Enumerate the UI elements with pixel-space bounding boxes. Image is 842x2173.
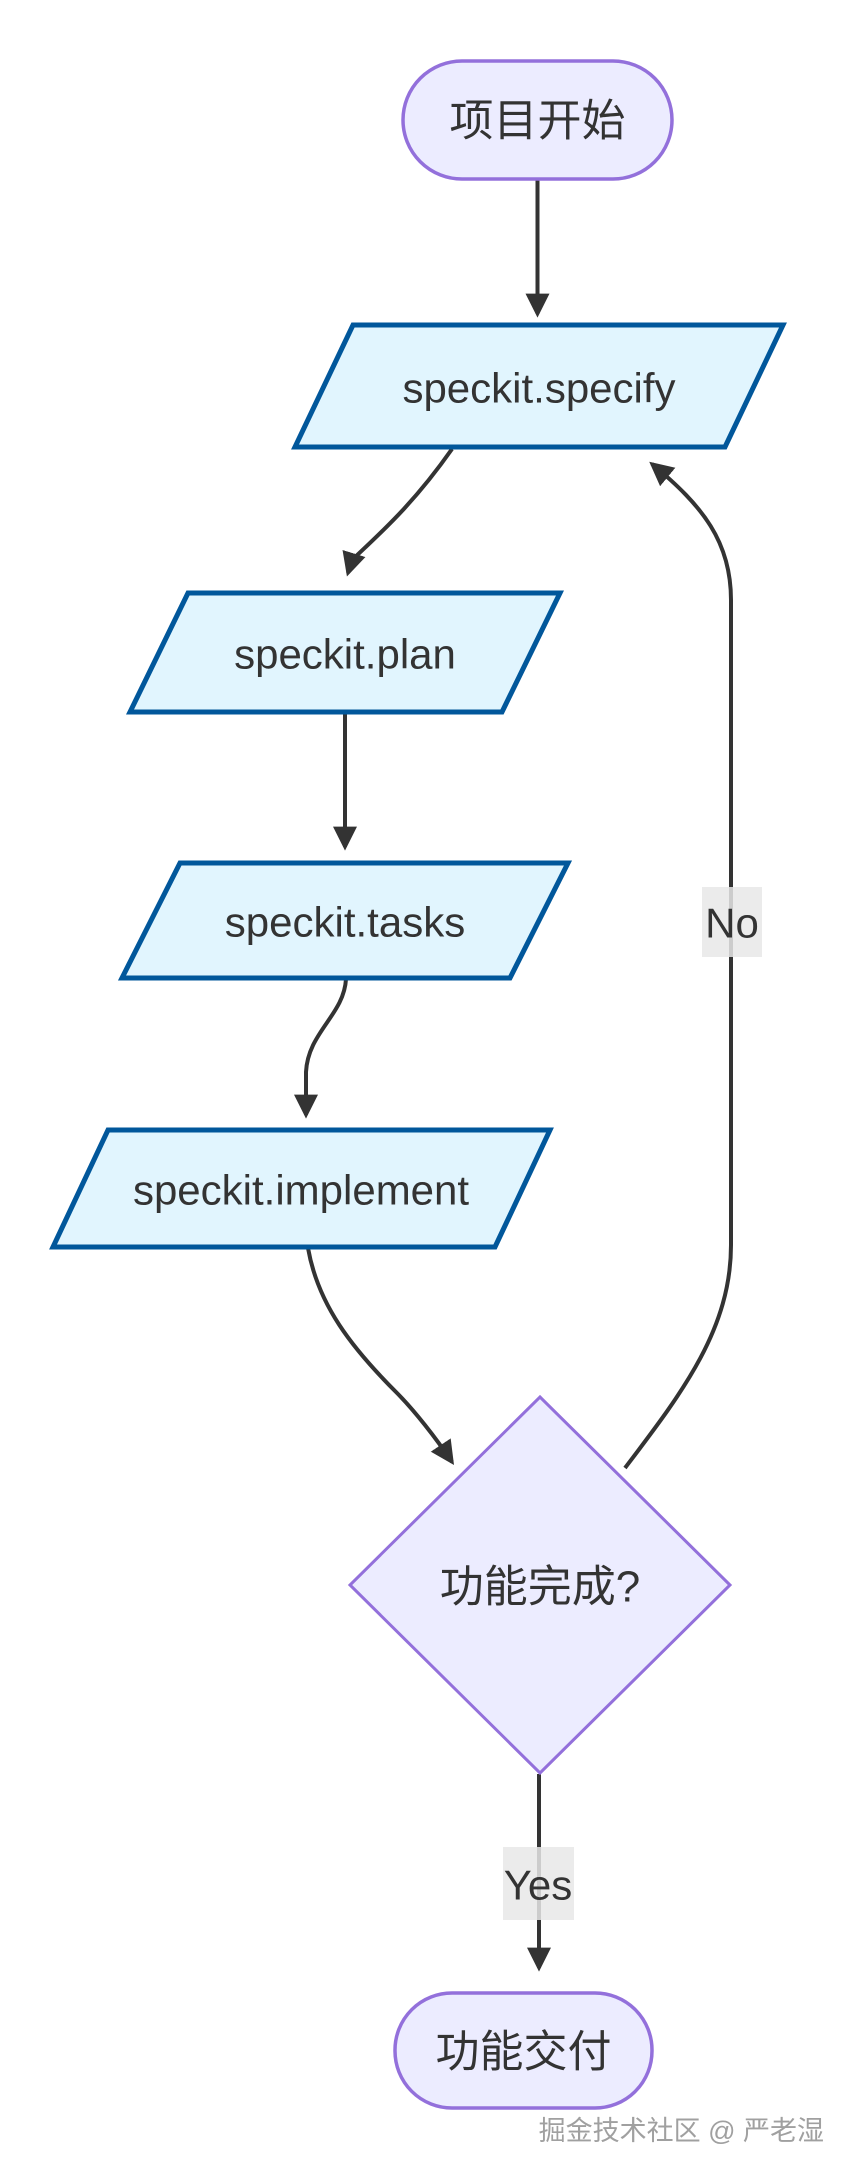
node-implement-label: speckit.implement <box>133 1167 469 1214</box>
edge-label-yes: Yes <box>503 1847 574 1920</box>
node-specify-label: speckit.specify <box>402 365 675 412</box>
node-tasks: speckit.tasks <box>117 860 573 981</box>
node-implement-shape <box>49 1127 554 1250</box>
node-implement: speckit.implement <box>49 1127 554 1250</box>
node-plan: speckit.plan <box>126 590 564 715</box>
node-start-label: 项目开始 <box>450 97 626 146</box>
node-tasks-shape <box>117 860 573 981</box>
node-end: 功能交付 <box>393 1991 654 2110</box>
edge-label-no: No <box>702 887 762 957</box>
node-tasks-label: speckit.tasks <box>225 899 465 946</box>
node-end-label: 功能交付 <box>436 2028 612 2077</box>
edge-label-yes-text: Yes <box>504 1862 573 1909</box>
node-start: 项目开始 <box>401 59 674 181</box>
node-plan-label: speckit.plan <box>234 631 456 678</box>
edge-label-no-bg <box>702 887 762 957</box>
nodes-layer: 项目开始 speckit.specify speckit.plan specki… <box>49 59 787 2110</box>
edge-label-no-text: No <box>705 900 759 947</box>
node-decision-shape <box>347 1394 733 1776</box>
node-start-shape <box>401 59 674 181</box>
node-decision-label: 功能完成? <box>440 1563 640 1612</box>
edge-tasks-to-implement <box>294 978 348 1119</box>
node-specify: speckit.specify <box>291 322 787 450</box>
node-specify-shape <box>291 322 787 450</box>
node-decision: 功能完成? <box>347 1394 733 1776</box>
edge-decision-to-specify-no <box>623 461 733 1470</box>
edge-label-yes-bg <box>503 1847 574 1920</box>
edge-specify-to-plan <box>342 447 454 577</box>
node-plan-shape <box>126 590 564 715</box>
node-end-shape <box>393 1991 654 2110</box>
watermark-text: 掘金技术社区 @ 严老湿 <box>539 2116 824 2146</box>
edge-implement-to-decision <box>306 1247 454 1465</box>
edges-layer <box>294 180 733 1972</box>
